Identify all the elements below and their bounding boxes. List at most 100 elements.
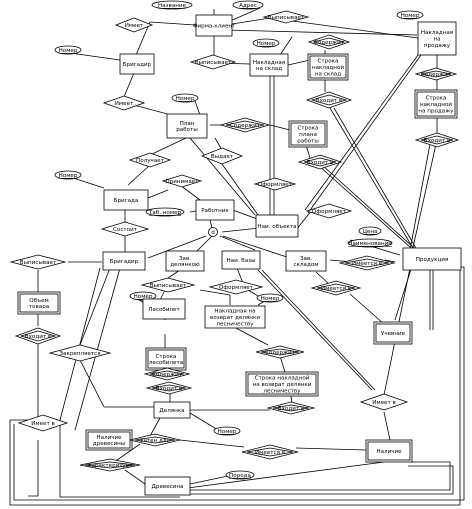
attribute-number-brigade[interactable]: Номер xyxy=(54,170,82,180)
entity-accounting[interactable]: Учевние xyxy=(373,321,413,345)
attribute-breed[interactable]: Порода xyxy=(225,470,255,480)
label: плана xyxy=(299,132,317,138)
entity-forest-plot-order[interactable]: Зав.делянкою xyxy=(165,250,205,272)
attribute-number-top-right[interactable]: Номер xyxy=(396,10,424,20)
entity-products[interactable]: Продукция xyxy=(402,247,462,271)
label: Входит в xyxy=(316,98,342,104)
relationship-includes-2[interactable]: Входит в xyxy=(414,132,460,148)
relationship-has-bottom[interactable]: Имеет в xyxy=(17,414,69,432)
label: План xyxy=(180,121,195,127)
entity-product-name[interactable]: Наи. объекта xyxy=(255,214,299,238)
relationship-contains-1[interactable]: Содержит xyxy=(307,34,351,50)
label: Входит в xyxy=(307,160,333,166)
relationship-characterizes[interactable]: Характеризует xyxy=(79,458,141,472)
label: Наименование xyxy=(348,241,392,247)
label: Номер xyxy=(134,294,153,300)
relationship-includes-1[interactable]: Входит в xyxy=(305,91,353,109)
label: Название xyxy=(158,3,187,9)
label: Таб. номер xyxy=(148,210,182,216)
entity-worker[interactable]: Работник xyxy=(195,199,235,221)
relationship-issues-work[interactable]: Оформляет xyxy=(253,177,297,191)
label: Работник xyxy=(201,208,229,214)
entity-forest-ticket[interactable]: Лесобилет xyxy=(142,298,186,320)
label: Входит в xyxy=(25,334,51,340)
relationship-receives[interactable]: Получает xyxy=(128,152,172,168)
relationship-has-in[interactable]: Имеется в xyxy=(338,255,396,271)
attribute-name-top[interactable]: Название xyxy=(151,0,193,10)
relationship-contains-return[interactable]: Содержит xyxy=(255,345,305,359)
relationship-issues-ticket[interactable]: Выписывает xyxy=(140,277,196,293)
relationship-includes-plan[interactable]: Входит в xyxy=(297,154,343,170)
attribute-tab-number[interactable]: Таб. номер xyxy=(145,207,185,217)
attribute-number-left[interactable]: Номер xyxy=(54,45,82,55)
attribute-number-plan[interactable]: Номер xyxy=(171,93,199,103)
label: возврат делянки xyxy=(210,315,260,321)
label: Лесобилет xyxy=(148,307,180,313)
relationship-has-plot[interactable]: Имеет в xyxy=(359,393,409,411)
relationship-issues-right[interactable]: Оформляет xyxy=(305,203,353,219)
attribute-price[interactable]: Цена xyxy=(358,226,382,236)
relationship-includes-left[interactable]: Входит в xyxy=(14,327,62,345)
entity-brigadier[interactable]: Бригадир xyxy=(102,251,146,271)
relationship-includes-wood[interactable]: Учтен для xyxy=(129,433,181,447)
label: Имеется в xyxy=(321,286,351,292)
entity-firm-client[interactable]: Фирма-клиент xyxy=(193,14,236,37)
relationship-has-in-2[interactable]: Имеется в xyxy=(310,280,362,296)
entity-warehouse-head[interactable]: Зав.складом xyxy=(285,250,327,272)
relationship-produces[interactable]: Выдает xyxy=(200,147,244,165)
relationship-issues-mid[interactable]: Выписывает xyxy=(189,54,237,70)
relationship-includes-ticket[interactable]: Входит в xyxy=(145,381,193,395)
label: Принимает xyxy=(165,179,199,185)
label: Фирма-клиент xyxy=(193,24,236,30)
label: Строка xyxy=(298,126,319,132)
label: Делянка xyxy=(159,408,184,414)
label: складом xyxy=(294,262,319,268)
label: работы xyxy=(297,138,319,144)
attribute-number-return[interactable]: Номер xyxy=(256,293,284,303)
relationship-issues-top[interactable]: Выписывает xyxy=(262,10,310,24)
attribute-number-mid[interactable]: Номер xyxy=(252,38,280,48)
entity-plot[interactable]: Делянка xyxy=(153,401,191,419)
attribute-product-name-attr[interactable]: Наименование xyxy=(347,238,393,248)
relationship-has-mid[interactable]: Имеет xyxy=(102,95,146,111)
relationship-includes-return[interactable]: Входит в xyxy=(266,401,316,415)
label: Содержит xyxy=(230,123,261,129)
relationship-has-top[interactable]: Имеет xyxy=(114,17,154,33)
entity-base-name[interactable]: Наи. базы xyxy=(221,250,261,270)
label: лесничеству xyxy=(216,321,254,327)
relationship-contains-plan[interactable]: Содержит xyxy=(219,117,271,133)
attribute-address[interactable]: Адрес xyxy=(232,0,264,10)
entity-wood[interactable]: Древесина xyxy=(144,476,191,496)
entity-brigadier-top[interactable]: Бригадир xyxy=(119,53,155,75)
label: Имеется в xyxy=(255,450,285,456)
entity-presence[interactable]: Наличие xyxy=(365,439,413,463)
relationship-issues-left[interactable]: Выписывает xyxy=(9,254,67,270)
attribute-number-plot[interactable]: Номер xyxy=(213,426,241,436)
label: Входит в xyxy=(156,386,182,392)
label: Оформляет xyxy=(312,209,347,215)
relationship-contains-2[interactable]: Содержит xyxy=(414,67,458,81)
relationship-issues-return[interactable]: Оформляет xyxy=(208,279,264,295)
label: Номер xyxy=(261,296,280,302)
relationship-consists[interactable]: Состоит xyxy=(100,221,150,237)
label: Выписывает xyxy=(195,60,232,66)
label: Содержит xyxy=(314,40,345,46)
relationship-assigned[interactable]: Закрепляется xyxy=(48,344,112,362)
relationship-contains-ticket[interactable]: Содержит xyxy=(143,367,191,381)
relationship-has-in-3[interactable]: Имеется в xyxy=(241,444,299,460)
label: Имеет xyxy=(125,23,144,29)
label: Содержит xyxy=(265,350,296,356)
entity-brigade[interactable]: Бригада xyxy=(103,189,149,211)
relationship-accepts[interactable]: Принимает xyxy=(161,174,203,188)
